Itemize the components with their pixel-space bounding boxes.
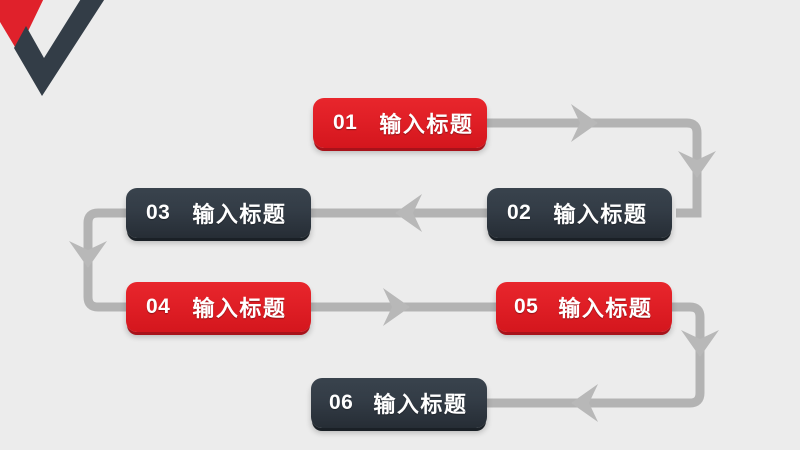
step-06-number: 06 — [329, 391, 354, 414]
step-box-02[interactable]: 02 输入标题 — [487, 188, 672, 238]
step-01-label: 输入标题 — [379, 112, 474, 137]
arrowhead-left-03 — [395, 194, 422, 232]
arrowhead-down-06 — [681, 330, 719, 357]
step-box-04[interactable]: 04 输入标题 — [126, 282, 311, 332]
step-02-number: 02 — [507, 201, 532, 224]
step-box-05[interactable]: 05 输入标题 — [496, 282, 672, 332]
step-box-06[interactable]: 06 输入标题 — [311, 378, 487, 428]
connector-03-to-04-path — [83, 208, 126, 312]
decoration-dark-check — [14, 0, 104, 96]
step-01-number: 01 — [333, 111, 358, 134]
step-05-label: 输入标题 — [558, 296, 653, 321]
step-02-label: 输入标题 — [553, 202, 648, 227]
step-box-03[interactable]: 03 输入标题 — [126, 188, 311, 238]
step-04-number: 04 — [146, 295, 171, 318]
step-06-label: 输入标题 — [373, 392, 468, 417]
arrowhead-down-04 — [69, 241, 107, 268]
step-box-01[interactable]: 01 输入标题 — [313, 98, 487, 148]
arrowhead-right-05 — [383, 288, 410, 326]
step-05-number: 05 — [514, 295, 539, 318]
arrowhead-right-01 — [571, 104, 598, 142]
arrowhead-left-06 — [571, 384, 598, 422]
checkmark-logo-decoration — [0, 0, 104, 96]
arrowhead-down-02 — [678, 151, 716, 178]
step-03-label: 输入标题 — [192, 202, 287, 227]
step-04-label: 输入标题 — [192, 296, 287, 321]
decoration-red-triangle — [0, 0, 44, 52]
step-03-number: 03 — [146, 201, 171, 224]
